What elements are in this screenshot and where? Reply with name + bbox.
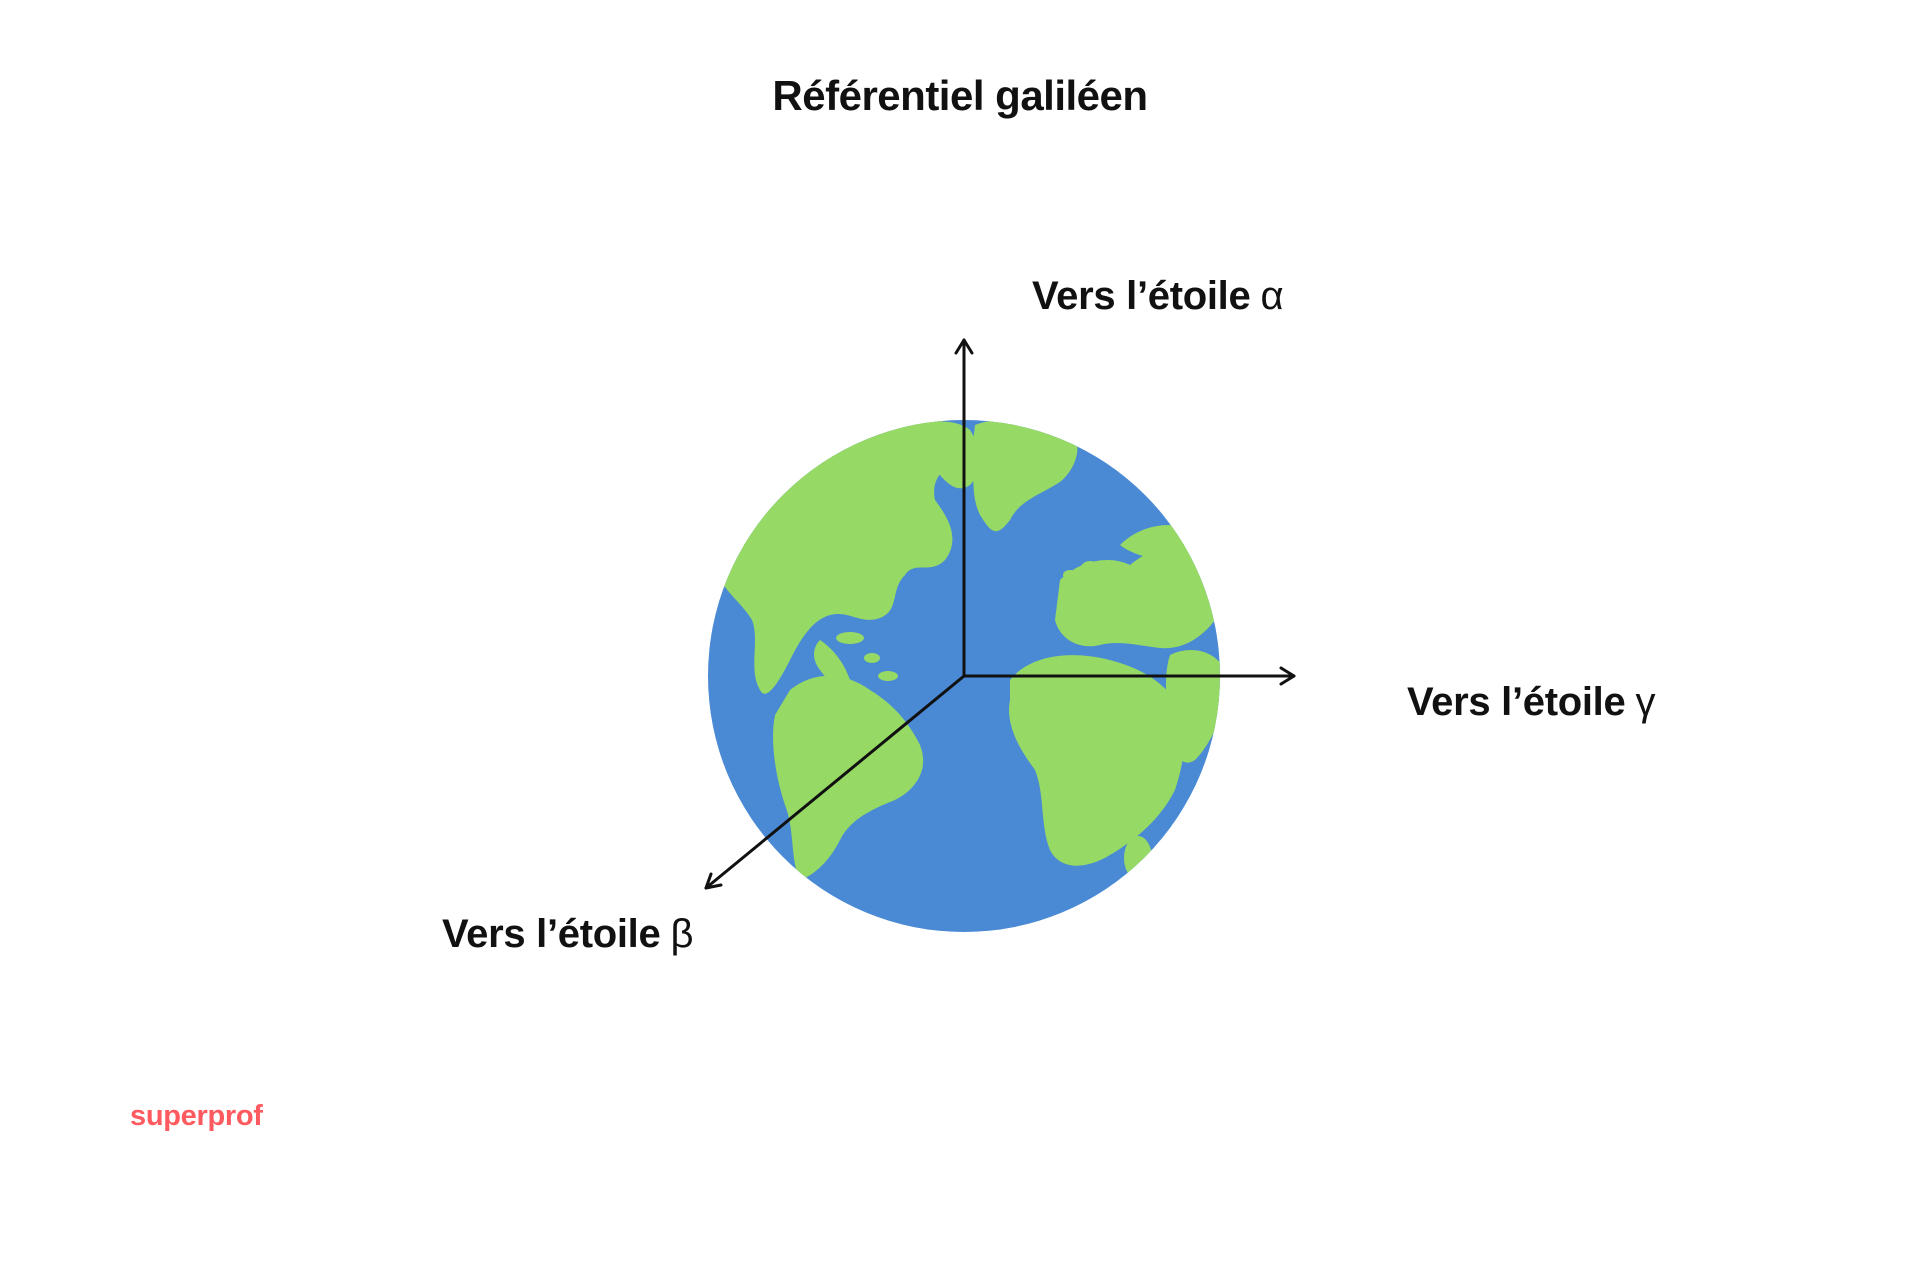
continent-arabia xyxy=(1165,650,1220,763)
continent-africa xyxy=(1009,655,1185,866)
continent-greenland xyxy=(900,421,980,489)
continent-south-america xyxy=(773,675,924,880)
island-caribbean-1 xyxy=(836,632,864,644)
island-britain xyxy=(1080,561,1100,579)
island-madagascar xyxy=(1124,836,1152,880)
reference-axes xyxy=(704,338,1296,890)
axis-beta-text: Vers l’étoile xyxy=(442,912,661,956)
axis-alpha-text: Vers l’étoile xyxy=(1032,274,1251,318)
superprof-logo: superprof xyxy=(130,1100,263,1132)
axis-gamma-arrowhead xyxy=(1279,666,1296,686)
axis-gamma-symbol: γ xyxy=(1635,680,1656,724)
earth-globe xyxy=(708,420,1220,932)
axis-alpha-arrowhead xyxy=(954,338,974,355)
continent-central-america xyxy=(814,640,850,684)
island-caribbean-2 xyxy=(864,653,880,663)
island-iceland xyxy=(1063,570,1077,580)
axis-alpha-symbol: α xyxy=(1260,274,1284,318)
axis-gamma-text: Vers l’étoile xyxy=(1407,680,1626,724)
axis-beta-line xyxy=(704,674,966,890)
island-caribbean-3 xyxy=(878,671,898,681)
axis-beta-arrowhead xyxy=(704,872,723,890)
axis-beta-symbol: β xyxy=(670,912,694,956)
continent-europe-north xyxy=(972,420,1078,532)
page-title: Référentiel galiléen xyxy=(772,72,1148,119)
